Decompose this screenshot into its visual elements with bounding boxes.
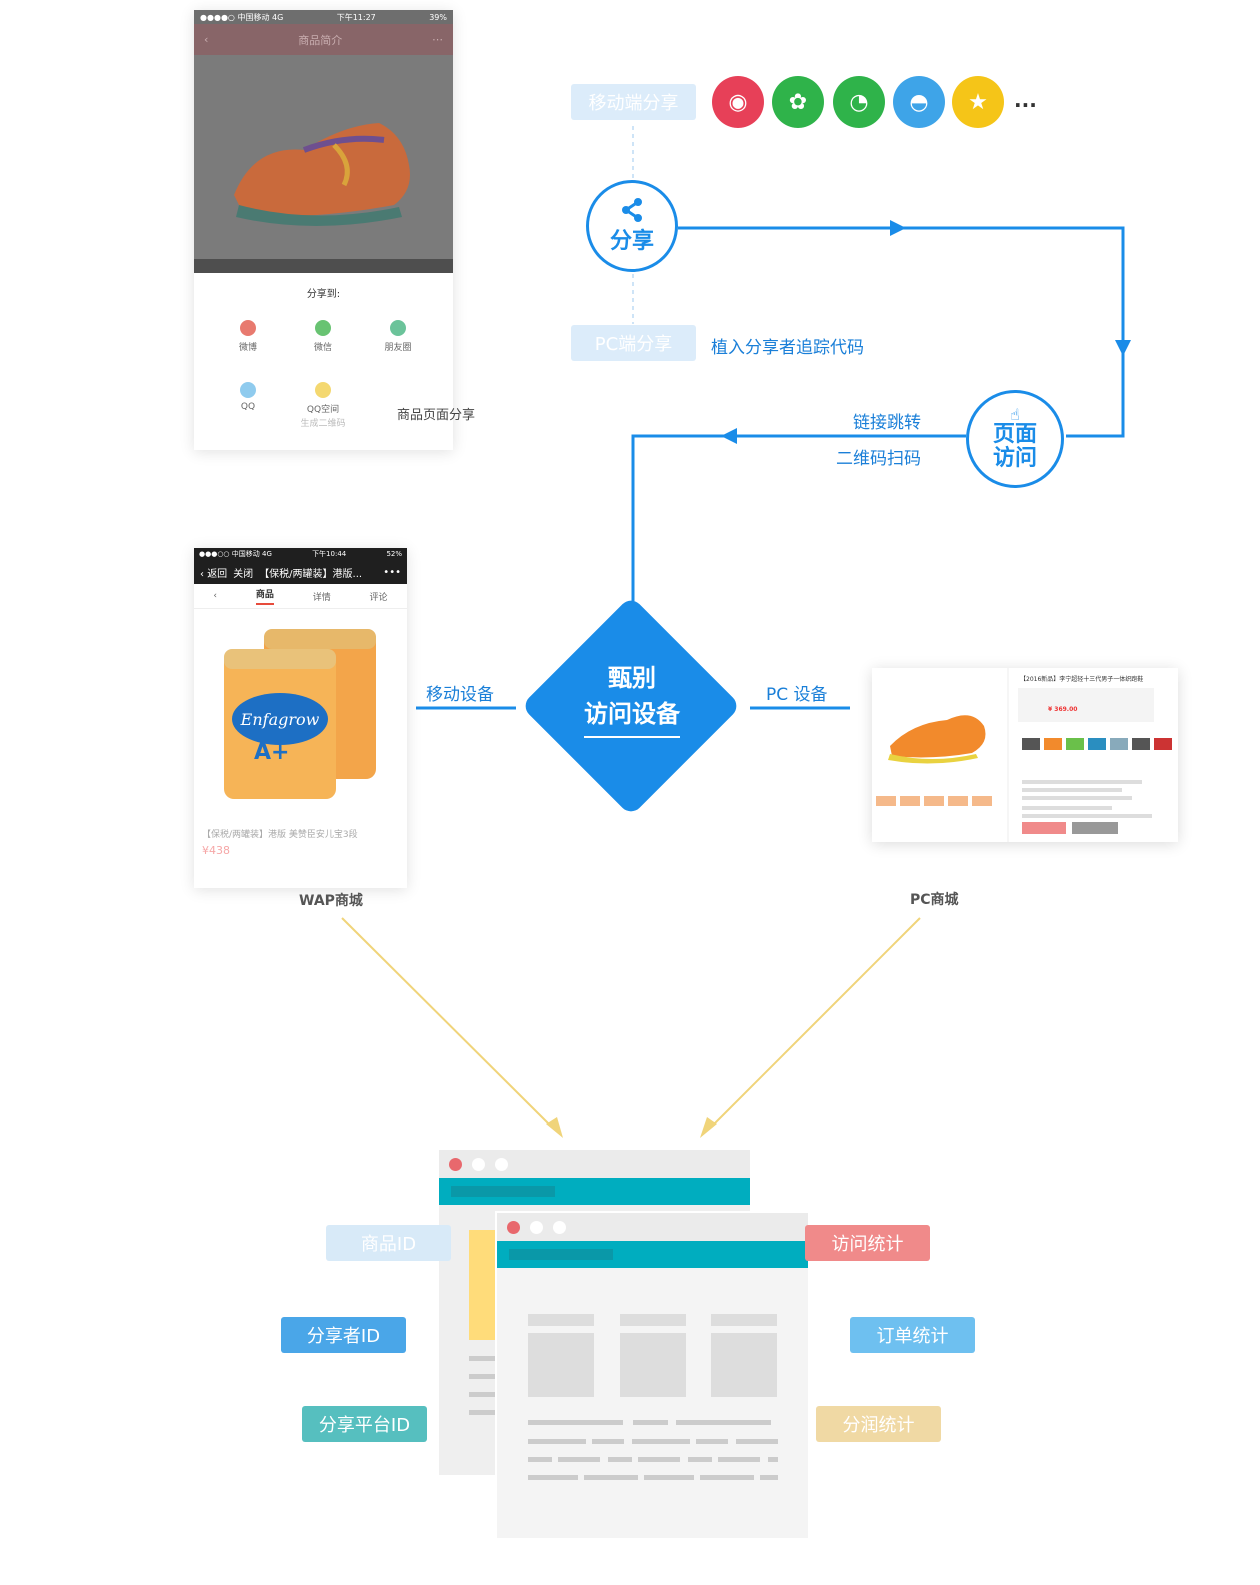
pc-product-title: 【2016新品】李宁超轻十三代男子一体织跑鞋 (1020, 676, 1144, 683)
window-titlebar (497, 1213, 808, 1241)
status-bar: ●●●○○ 中国移动 4G 下午10:44 52% (194, 548, 407, 560)
tag-visit-stats: 访问统计 (805, 1225, 930, 1261)
window-titlebar (439, 1150, 750, 1178)
wap-product-screenshot: ●●●○○ 中国移动 4G 下午10:44 52% ‹ 返回 关闭 【保税/两罐… (194, 548, 407, 888)
wap-mall-caption: WAP商城 (299, 893, 363, 909)
back-icon[interactable]: ‹ (213, 591, 218, 601)
visit-node-line1: 页面 (992, 422, 1037, 447)
more-platforms: ... (1014, 88, 1037, 112)
pointer-icon: ☝ (1010, 405, 1020, 424)
qq-icon (240, 382, 256, 398)
minimize-dot-icon (530, 1221, 543, 1234)
svg-text:Enfagrow: Enfagrow (240, 710, 320, 729)
close-dot-icon (449, 1158, 462, 1171)
share-qzone[interactable]: QQ空间 (293, 382, 353, 415)
window-header-bar (497, 1241, 808, 1268)
tab-goods[interactable]: 商品 (255, 587, 274, 605)
generate-qr[interactable]: 生成二维码 (300, 419, 346, 429)
product-share-caption: 商品页面分享 (397, 408, 476, 423)
carrier-text: ●●●●○ 中国移动 4G (200, 12, 284, 22)
shoe-image (194, 55, 453, 259)
qq-icon[interactable]: ◓ (893, 76, 945, 128)
tab-reviews[interactable]: 评论 (369, 592, 388, 603)
pc-device-label: PC 设备 (766, 685, 828, 705)
tag-profit-stats: 分润统计 (816, 1406, 941, 1442)
share-qq[interactable]: QQ (218, 382, 278, 412)
formula-cans-image: Enfagrow A+ (224, 629, 376, 799)
nav-title: 【保税/两罐装】港版... (259, 568, 363, 580)
tracking-code-note: 植入分享者追踪代码 (711, 338, 864, 358)
pc-mall-caption: PC商城 (910, 892, 959, 908)
nav-bar: ‹ 返回 关闭 【保税/两罐装】港版... ••• (194, 560, 407, 584)
wechat-icon (315, 320, 331, 336)
tab-details[interactable]: 详情 (312, 592, 331, 603)
weibo-icon[interactable]: ◉ (712, 76, 764, 128)
tag-sharer-id: 分享者ID (281, 1317, 406, 1353)
share-icon (622, 198, 642, 222)
minimize-dot-icon (472, 1158, 485, 1171)
back-button[interactable]: ‹ 返回 (200, 568, 228, 580)
mobile-share-label: 移动端分享 (571, 84, 696, 120)
cart-icon[interactable]: ⋯ (432, 33, 443, 46)
tag-order-stats: 订单统计 (850, 1317, 975, 1353)
tag-share-platform-id: 分享平台ID (302, 1406, 427, 1442)
qr-scan-label: 二维码扫码 (836, 449, 921, 469)
window-header-bar (439, 1178, 750, 1205)
maximize-dot-icon (495, 1158, 508, 1171)
share-moments[interactable]: 朋友圈 (368, 320, 428, 353)
maximize-dot-icon (553, 1221, 566, 1234)
battery-text: 39% (429, 12, 447, 22)
share-node-label: 分享 (609, 229, 654, 254)
page-visit-node: ☝ 页面 访问 (966, 390, 1064, 488)
moments-icon (390, 320, 406, 336)
qzone-icon[interactable]: ★ (952, 76, 1004, 128)
weibo-icon (240, 320, 256, 336)
more-icon[interactable]: ••• (383, 566, 401, 578)
share-to-label: 分享到: (306, 289, 341, 300)
share-weibo[interactable]: 微博 (218, 320, 278, 353)
moments-icon[interactable]: ✿ (772, 76, 824, 128)
share-wechat[interactable]: 微信 (293, 320, 353, 353)
product-tabs: ‹ 商品 详情 评论 (194, 584, 407, 609)
identify-device-label: 甄别 访问设备 (542, 660, 722, 738)
product-share-screenshot: ●●●●○ 中国移动 4G 下午11:27 39% ‹ 商品简介 ⋯ 分享到: … (194, 10, 453, 450)
qzone-icon (315, 382, 331, 398)
pc-product-screenshot: 【2016新品】李宁超轻十三代男子一体织跑鞋 ¥ 369.00 (872, 668, 1178, 842)
close-button[interactable]: 关闭 (233, 568, 254, 580)
tag-product-id: 商品ID (326, 1225, 451, 1261)
front-browser-window (497, 1213, 808, 1538)
product-price: ¥438 (202, 844, 230, 857)
share-options: 微博 微信 朋友圈 QQ QQ空间 生成二维码 (194, 300, 453, 450)
mobile-device-label: 移动设备 (426, 685, 494, 705)
status-bar: ●●●●○ 中国移动 4G 下午11:27 39% (194, 10, 453, 24)
product-title: 【保税/两罐装】港版 美赞臣安儿宝3段 (202, 830, 358, 840)
wechat-icon[interactable]: ◔ (833, 76, 885, 128)
status-time: 下午11:27 (336, 12, 376, 22)
share-node: 分享 (586, 180, 678, 272)
pc-product-price: ¥ 369.00 (1048, 706, 1078, 713)
pc-share-label: PC端分享 (571, 325, 696, 361)
back-icon[interactable]: ‹ (204, 33, 209, 46)
close-dot-icon (507, 1221, 520, 1234)
nav-bar: ‹ 商品简介 ⋯ (194, 24, 453, 55)
svg-text:A+: A+ (254, 740, 289, 765)
nav-title: 商品简介 (298, 33, 343, 47)
visit-node-line2: 访问 (992, 446, 1037, 471)
link-jump-label: 链接跳转 (853, 413, 921, 433)
